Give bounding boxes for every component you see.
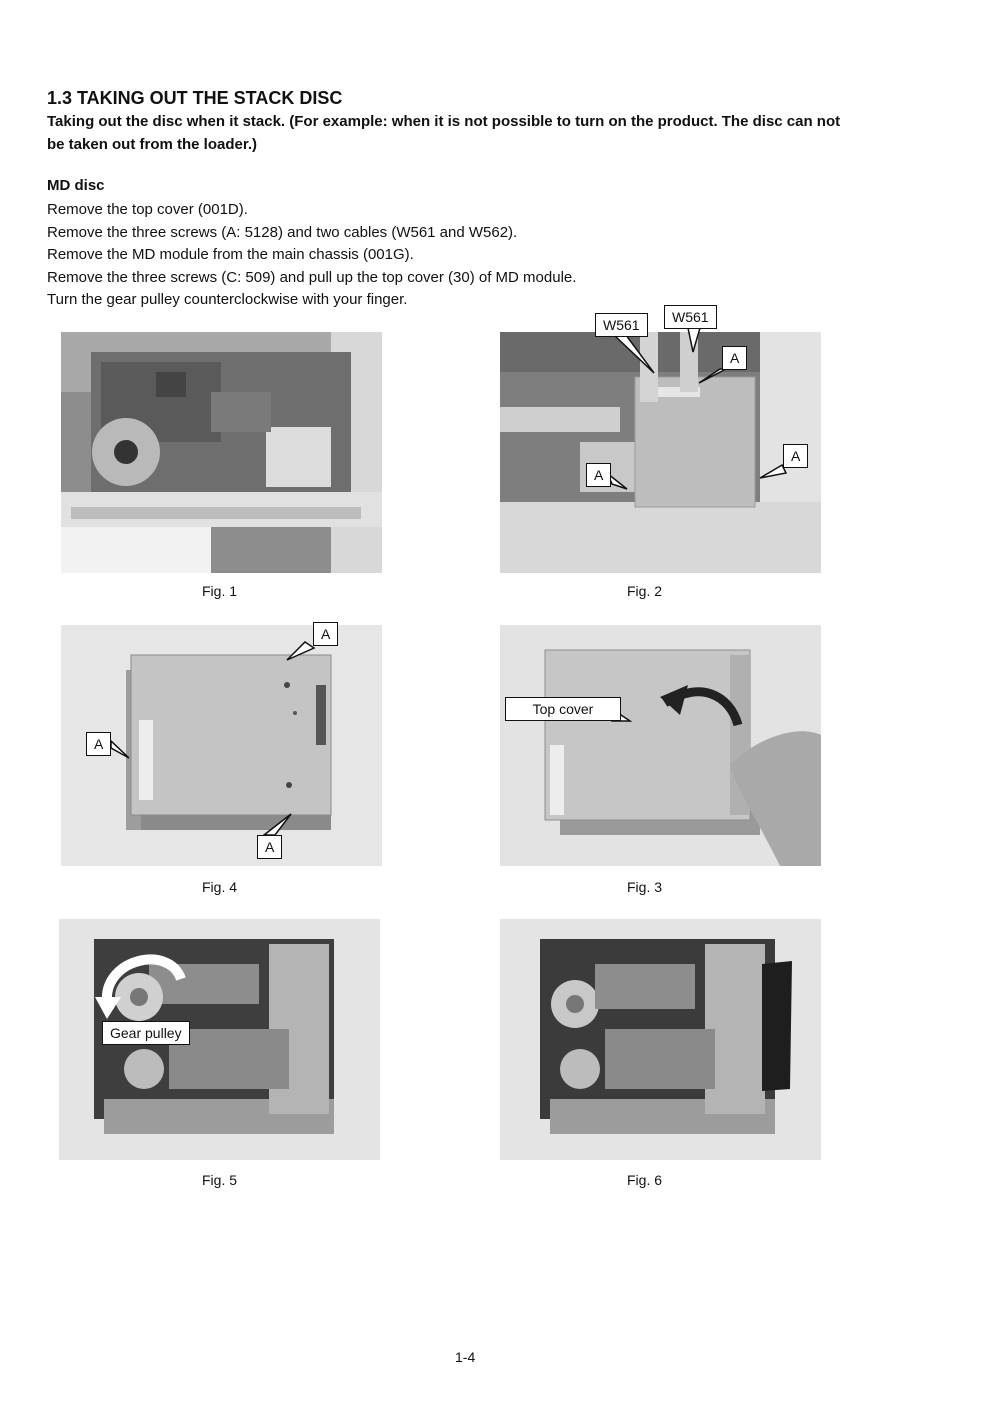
fig6-caption: Fig. 6 <box>627 1172 663 1188</box>
page-number: 1-4 <box>455 1349 476 1365</box>
fig2-photo <box>500 332 821 573</box>
fig4-photo <box>61 625 382 866</box>
fig3-photo <box>500 625 821 866</box>
section-title: 1.3 TAKING OUT THE STACK DISC <box>47 88 343 108</box>
fig6-photo <box>500 919 821 1160</box>
callout-w561-left: W561 <box>595 313 648 337</box>
step-item: Remove the three screws (C: 509) and pul… <box>47 268 577 286</box>
fig2-caption: Fig. 2 <box>627 583 663 599</box>
callout-top-cover: Top cover <box>505 697 621 721</box>
callout-screw-a: A <box>783 444 809 468</box>
fig5-caption: Fig. 5 <box>202 1172 238 1188</box>
callout-screw-a: A <box>257 835 283 859</box>
step-item: Remove the top cover (001D). <box>47 201 248 218</box>
fig1-photo <box>61 332 382 573</box>
callout-w561-right: W561 <box>664 305 717 329</box>
callout-gear-pulley: Gear pulley <box>102 1021 190 1045</box>
step-item: Remove the MD module from the main chass… <box>47 246 414 263</box>
fig1-caption: Fig. 1 <box>202 583 238 599</box>
callout-screw-a: A <box>586 463 612 487</box>
intro-text: Taking out the disc when it stack. (For … <box>47 113 841 153</box>
md-disc-heading: MD disc <box>47 177 105 194</box>
step-item: Turn the gear pulley counterclockwise wi… <box>47 291 408 308</box>
fig4-caption: Fig. 4 <box>202 879 238 895</box>
callout-screw-a: A <box>722 346 748 370</box>
fig5-photo <box>59 919 380 1160</box>
step-item: Remove the three screws (A: 5128) and tw… <box>47 223 518 241</box>
callout-screw-a: A <box>313 622 339 646</box>
callout-screw-a: A <box>86 732 112 756</box>
step-list: Remove the top cover (001D). Remove the … <box>47 199 576 312</box>
fig3-caption: Fig. 3 <box>627 879 663 895</box>
